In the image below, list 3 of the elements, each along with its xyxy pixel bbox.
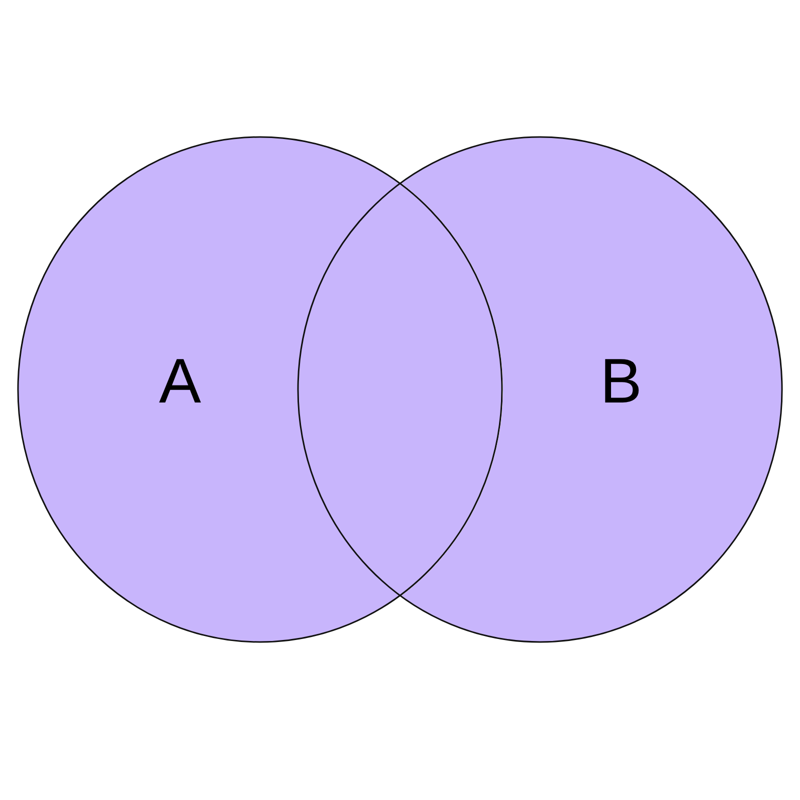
- set-label: A: [158, 350, 202, 414]
- set-circle: [297, 136, 783, 643]
- set-label: B: [600, 350, 642, 414]
